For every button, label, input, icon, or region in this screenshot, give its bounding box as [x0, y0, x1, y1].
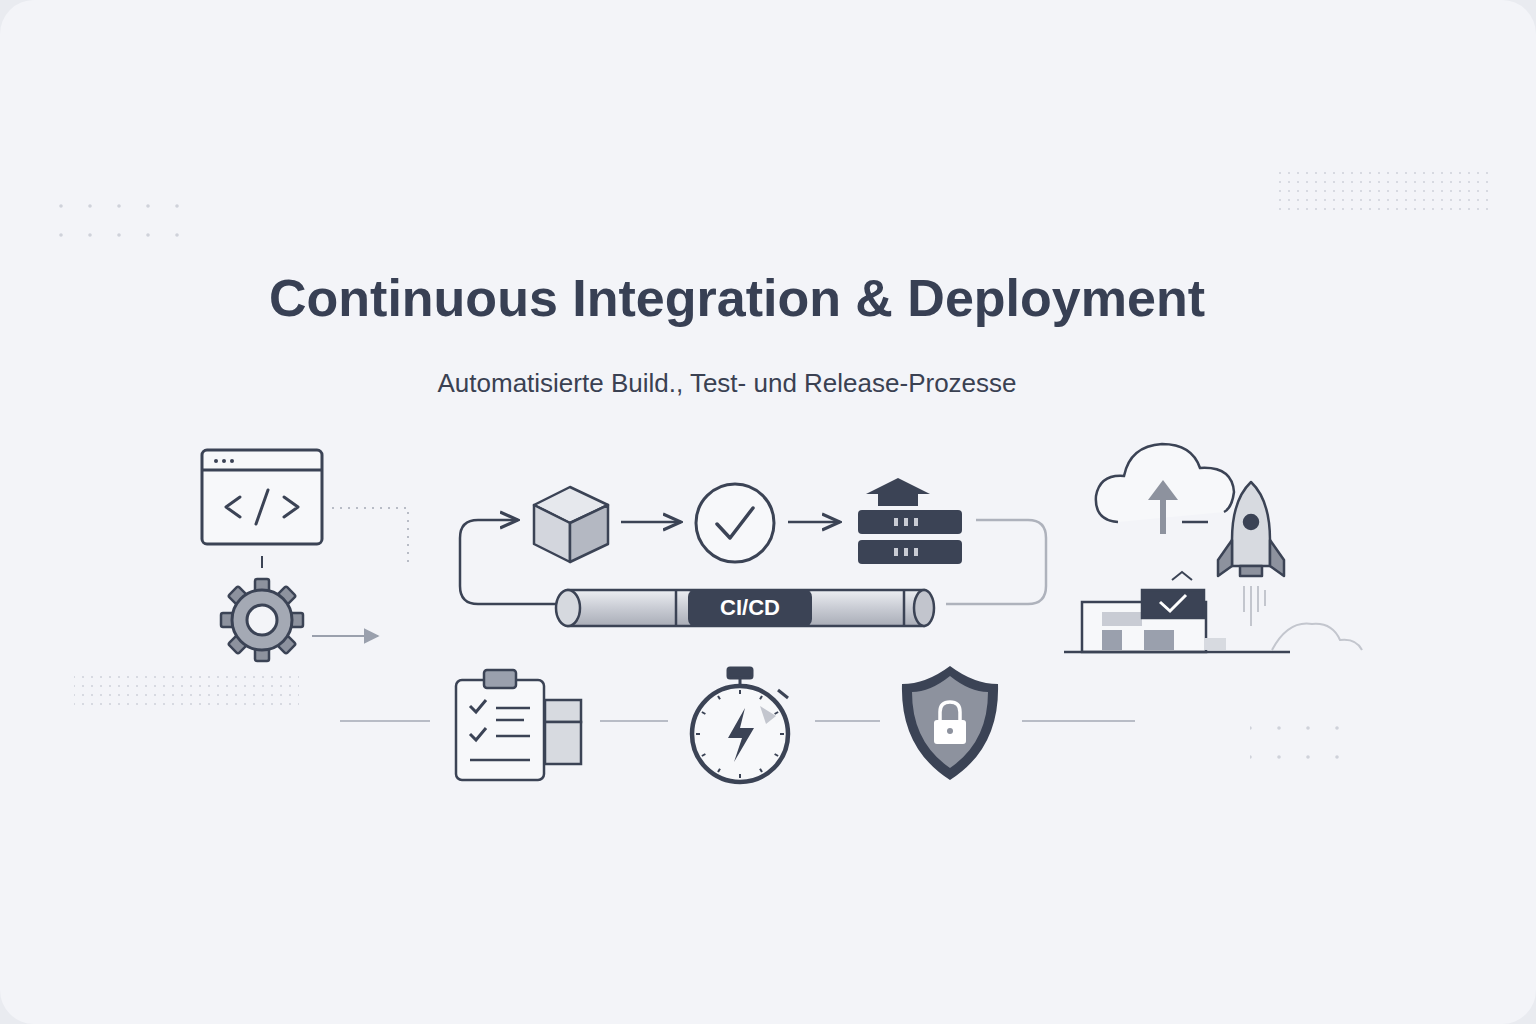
block [1204, 638, 1226, 650]
cloud-upload-icon [1096, 444, 1234, 534]
gear-icon [221, 579, 303, 661]
stopwatch-icon [692, 668, 788, 782]
cloud-outline [1272, 624, 1362, 650]
diagram-title: Continuous Integration & Deployment [0, 268, 1474, 328]
code-window-icon [202, 450, 322, 544]
security-shield-icon [902, 666, 998, 780]
server-icon [858, 478, 962, 564]
flow-arrow [312, 635, 378, 637]
dot-grid [1275, 168, 1490, 216]
build-cube-icon [534, 487, 608, 562]
pipeline-pipe [556, 590, 934, 626]
test-check-icon [696, 484, 774, 562]
checklist-icon [456, 670, 581, 780]
pipeline-label: CI/CD [688, 589, 812, 627]
deploy-building-icon [1064, 572, 1290, 652]
dot-grid [1250, 706, 1360, 776]
rocket-icon [1218, 482, 1284, 576]
node-text: CI/CD [720, 595, 780, 621]
dot-grid [50, 180, 180, 250]
dotted-guide [332, 508, 408, 568]
dot-grid [74, 676, 299, 706]
diagram-subtitle: Automatisierte Build., Test- und Release… [0, 368, 1454, 399]
